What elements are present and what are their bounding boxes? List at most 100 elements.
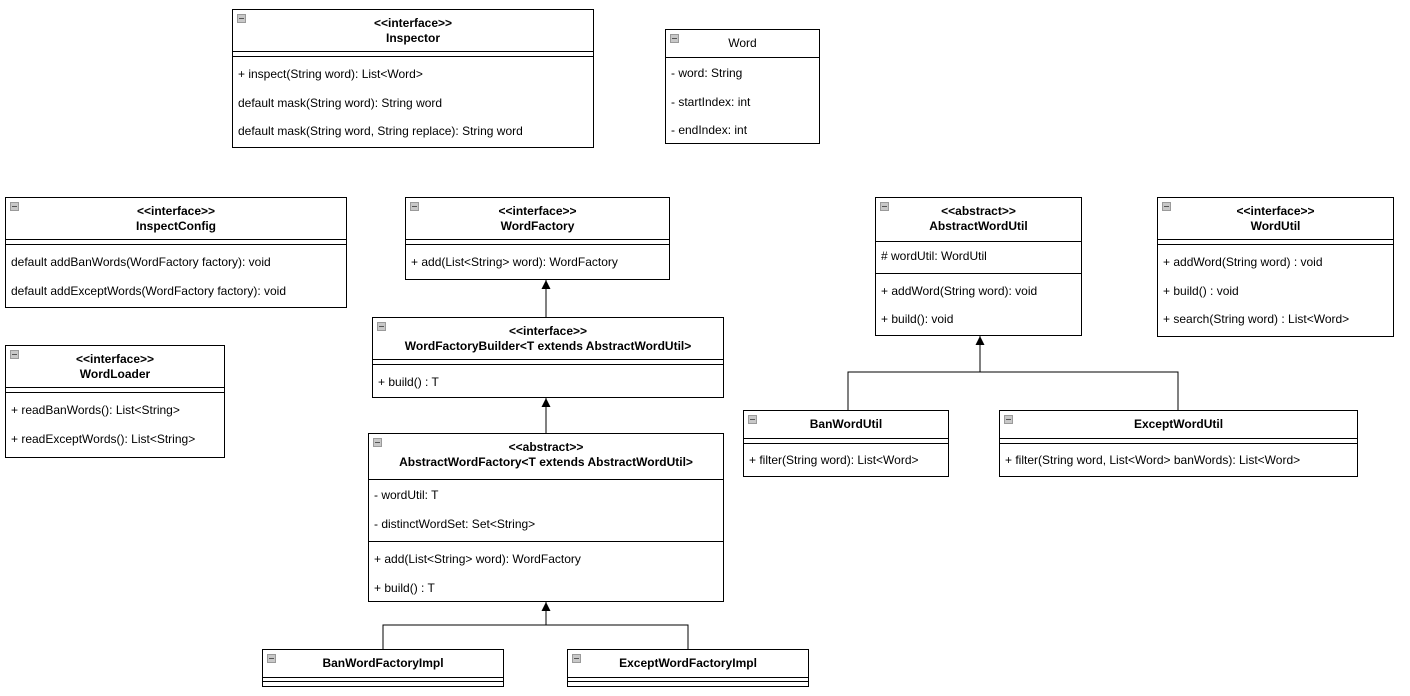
collapse-icon[interactable]: [748, 415, 757, 424]
method-section: + addWord(String word) : void + build() …: [1158, 245, 1393, 337]
method-row: + add(List<String> word): WordFactory: [411, 255, 618, 269]
class-name: ExceptWordFactoryImpl: [619, 656, 757, 670]
class-abstract-word-util[interactable]: <<abstract>> AbstractWordUtil # wordUtil…: [875, 197, 1082, 336]
class-name: Word: [728, 36, 757, 50]
attribute-section: [568, 678, 808, 682]
class-header: <<interface>> Inspector: [233, 10, 593, 52]
edge-exceptfactoryimpl-to-abstractfactory: [546, 624, 689, 649]
method-section: + add(List<String> word): WordFactory + …: [369, 542, 723, 605]
method-row: + build() : void: [1163, 283, 1239, 298]
method-row: + addWord(String word): void: [881, 283, 1038, 298]
class-ban-word-factory-impl[interactable]: BanWordFactoryImpl: [262, 649, 504, 687]
collapse-icon[interactable]: [10, 202, 19, 211]
class-name: WordFactoryBuilder<T extends AbstractWor…: [404, 339, 692, 353]
collapse-icon[interactable]: [373, 438, 382, 447]
class-word-factory[interactable]: <<interface>> WordFactory + add(List<Str…: [405, 197, 670, 280]
collapse-icon[interactable]: [572, 654, 581, 663]
method-row: + add(List<String> word): WordFactory: [374, 552, 581, 566]
method-section: + addWord(String word): void + build(): …: [876, 274, 1081, 337]
class-ban-word-util[interactable]: BanWordUtil + filter(String word): List<…: [743, 410, 949, 477]
method-section: default addBanWords(WordFactory factory)…: [6, 245, 346, 308]
method-row: default mask(String word): String word: [238, 95, 443, 110]
class-except-word-factory-impl[interactable]: ExceptWordFactoryImpl: [567, 649, 809, 687]
attribute-section: - wordUtil: T - distinctWordSet: Set<Str…: [369, 480, 723, 542]
class-word[interactable]: Word - word: String - startIndex: int - …: [665, 29, 820, 144]
method-section: + inspect(String word): List<Word> defau…: [233, 57, 593, 149]
class-stereotype: <<interface>>: [136, 204, 216, 218]
class-name: Inspector: [385, 31, 440, 45]
collapse-icon[interactable]: [880, 202, 889, 211]
class-stereotype: <<interface>>: [508, 324, 588, 338]
collapse-icon[interactable]: [267, 654, 276, 663]
class-inspect-config[interactable]: <<interface>> InspectConfig default addB…: [5, 197, 347, 308]
method-row: + readExceptWords(): List<String>: [11, 431, 196, 446]
collapse-icon[interactable]: [237, 14, 246, 23]
class-stereotype: <<interface>>: [75, 352, 155, 366]
class-word-factory-builder[interactable]: <<interface>> WordFactoryBuilder<T exten…: [372, 317, 724, 398]
class-header: <<interface>> InspectConfig: [6, 198, 346, 240]
class-header: BanWordFactoryImpl: [263, 650, 503, 678]
class-header: <<interface>> WordFactory: [406, 198, 669, 240]
collapse-icon[interactable]: [1004, 415, 1013, 424]
class-header: <<interface>> WordLoader: [6, 346, 224, 388]
class-header: <<abstract>> AbstractWordUtil: [876, 198, 1081, 242]
method-section: + build() : T: [373, 365, 723, 400]
class-name: AbstractWordUtil: [929, 219, 1028, 233]
class-stereotype: <<interface>>: [498, 204, 577, 218]
class-except-word-util[interactable]: ExceptWordUtil + filter(String word, Lis…: [999, 410, 1358, 477]
class-header: BanWordUtil: [744, 411, 948, 439]
attribute-section: [6, 240, 346, 245]
attribute-section: - word: String - startIndex: int - endIn…: [666, 58, 819, 148]
attribute-section: [1158, 240, 1393, 245]
method-section: + add(List<String> word): WordFactory: [406, 245, 669, 280]
class-name: WordLoader: [79, 367, 151, 381]
class-name: ExceptWordUtil: [1133, 417, 1224, 431]
method-row: + build() : T: [374, 580, 435, 595]
method-row: + filter(String word, List<Word> banWord…: [1005, 453, 1301, 467]
attribute-row: - endIndex: int: [671, 123, 748, 137]
class-header: <<interface>> WordFactoryBuilder<T exten…: [373, 318, 723, 360]
class-name: BanWordFactoryImpl: [322, 656, 444, 670]
collapse-icon[interactable]: [10, 350, 19, 359]
method-row: + addWord(String word) : void: [1163, 255, 1323, 269]
method-row: + inspect(String word): List<Word>: [238, 67, 423, 81]
edge-banfactoryimpl-to-abstractfactory: [382, 624, 546, 649]
method-row: default addBanWords(WordFactory factory)…: [11, 255, 271, 269]
attribute-row: - wordUtil: T: [374, 488, 439, 502]
method-section: + readBanWords(): List<String> + readExc…: [6, 393, 224, 455]
attribute-row: - distinctWordSet: Set<String>: [374, 516, 536, 531]
collapse-icon[interactable]: [1162, 202, 1171, 211]
method-row: default mask(String word, String replace…: [238, 124, 523, 138]
class-stereotype: <<interface>>: [373, 16, 453, 30]
class-word-loader[interactable]: <<interface>> WordLoader + readBanWords(…: [5, 345, 225, 458]
method-row: + readBanWords(): List<String>: [11, 403, 180, 417]
class-header: <<interface>> WordUtil: [1158, 198, 1393, 240]
collapse-icon[interactable]: [410, 202, 419, 211]
class-name: InspectConfig: [136, 219, 216, 233]
method-row: + search(String word) : List<Word>: [1163, 312, 1350, 326]
attribute-section: # wordUtil: WordUtil: [876, 242, 1081, 274]
attribute-section: [1000, 439, 1357, 444]
class-stereotype: <<abstract>>: [941, 204, 1016, 218]
class-name: AbstractWordFactory<T extends AbstractWo…: [399, 455, 693, 469]
class-name: BanWordUtil: [809, 417, 883, 431]
method-row: default addExceptWords(WordFactory facto…: [11, 283, 287, 298]
attribute-row: - startIndex: int: [671, 94, 751, 109]
class-header: Word: [666, 30, 819, 58]
method-section: + filter(String word): List<Word>: [744, 444, 948, 478]
collapse-icon[interactable]: [670, 34, 679, 43]
collapse-icon[interactable]: [377, 322, 386, 331]
method-row: + build() : T: [378, 375, 439, 389]
method-row: + filter(String word): List<Word>: [749, 453, 919, 467]
class-inspector[interactable]: <<interface>> Inspector + inspect(String…: [232, 9, 594, 148]
class-name: WordUtil: [1250, 219, 1301, 233]
class-word-util[interactable]: <<interface>> WordUtil + addWord(String …: [1157, 197, 1394, 337]
method-row: + build(): void: [881, 312, 954, 326]
edge-exceptwordutil-to-abstractwordutil: [980, 371, 1179, 410]
attribute-row: # wordUtil: WordUtil: [881, 249, 987, 263]
class-stereotype: <<abstract>>: [508, 440, 584, 454]
class-header: <<abstract>> AbstractWordFactory<T exten…: [369, 434, 723, 480]
attribute-section: [406, 240, 669, 245]
class-abstract-word-factory[interactable]: <<abstract>> AbstractWordFactory<T exten…: [368, 433, 724, 602]
